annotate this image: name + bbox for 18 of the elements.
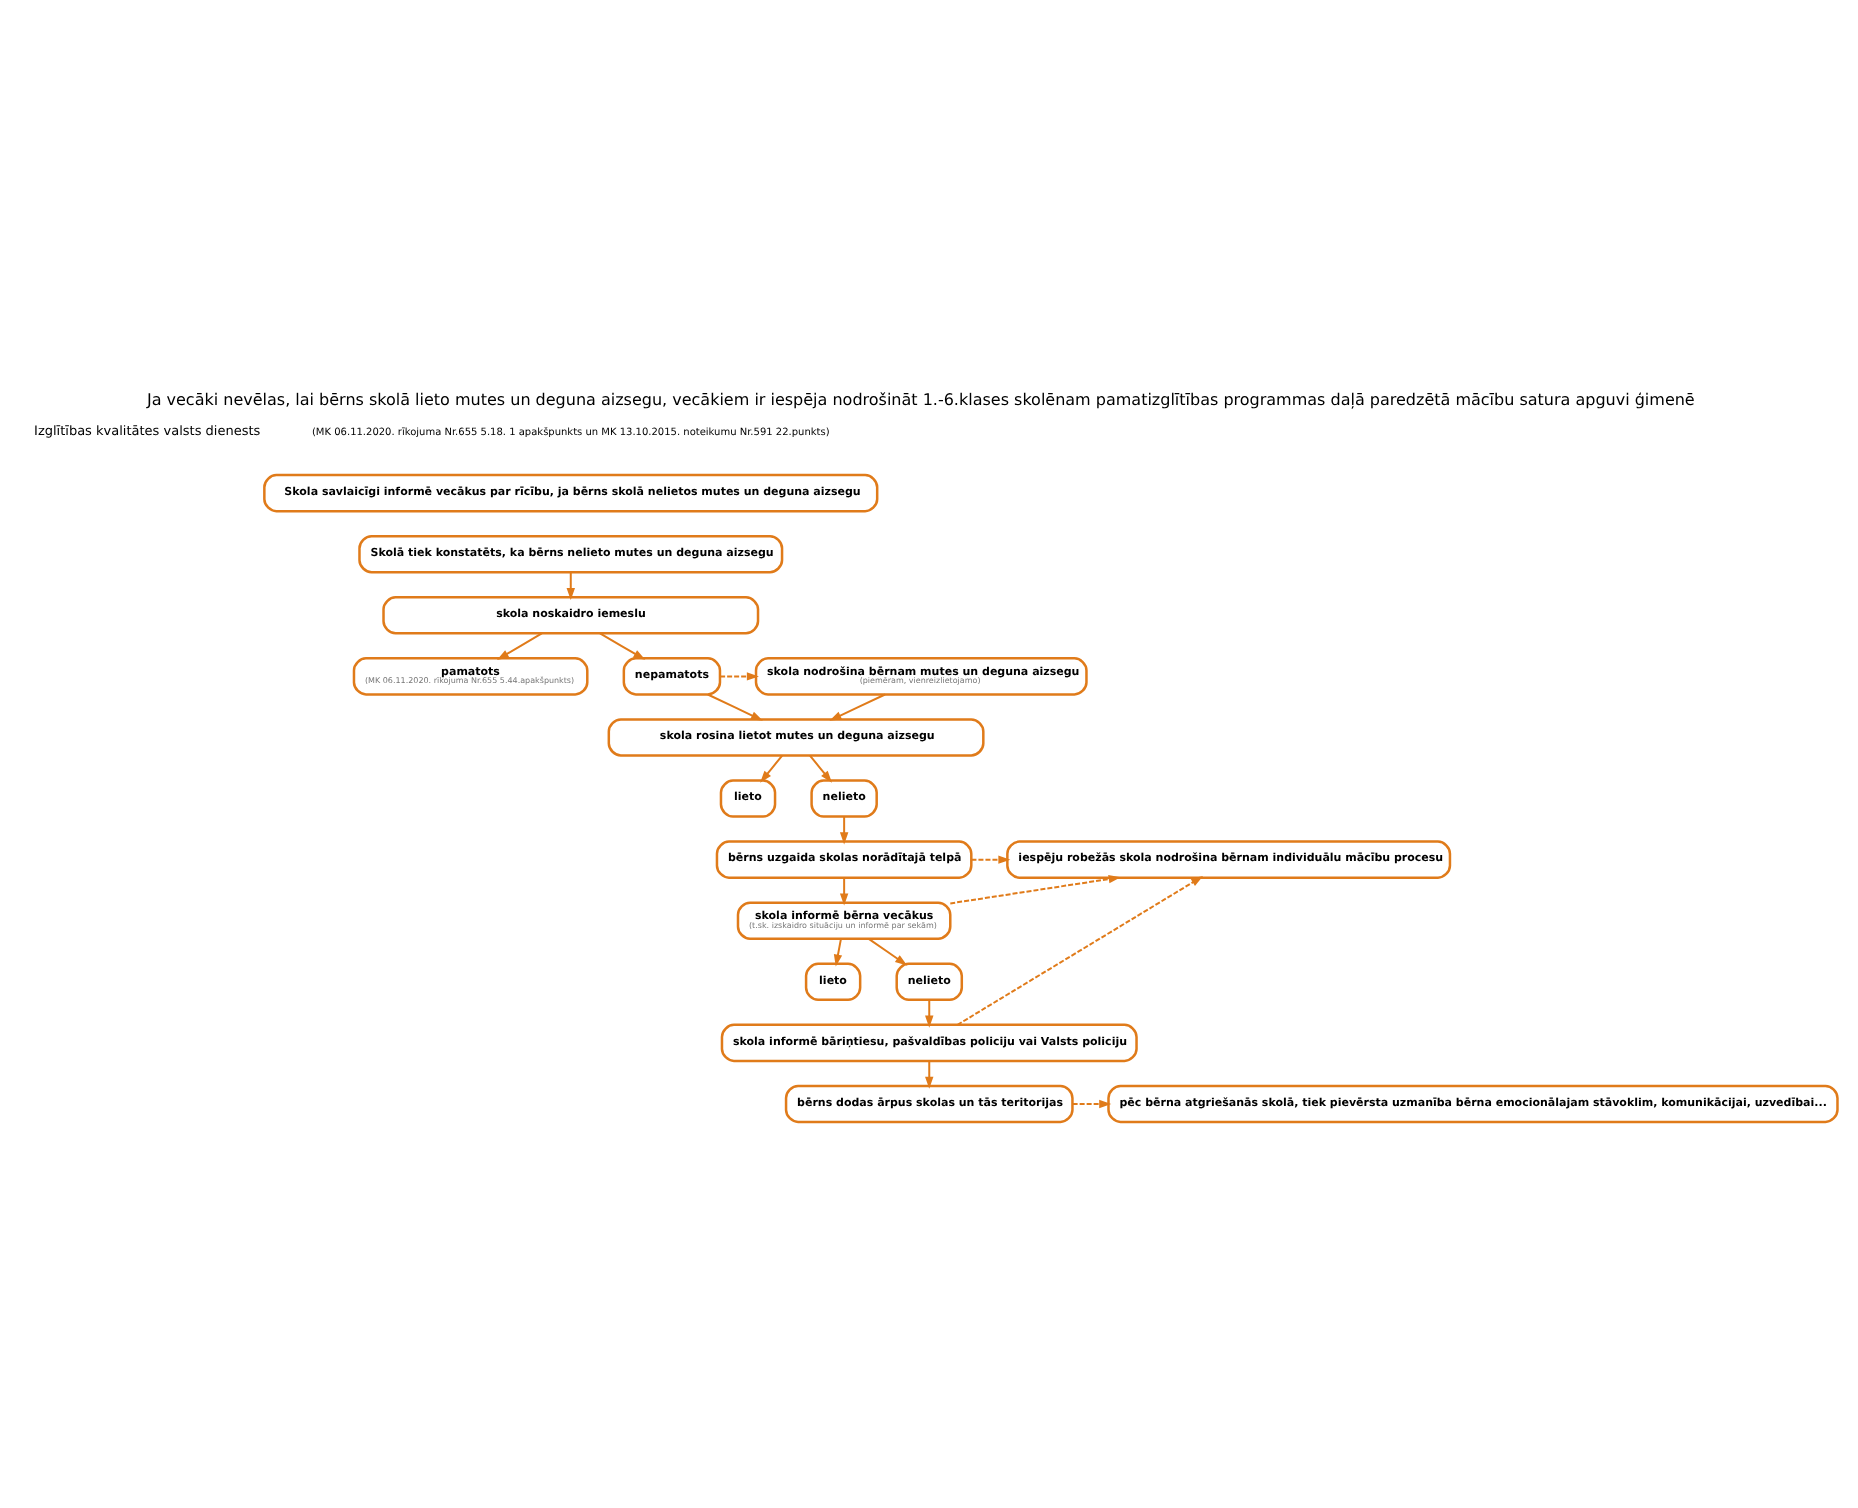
arrow <box>970 854 1011 863</box>
arrow <box>599 631 646 659</box>
arrow <box>706 692 763 720</box>
arrow <box>839 875 849 905</box>
arrow <box>833 936 843 966</box>
arrow <box>1071 1098 1112 1108</box>
arrow <box>566 570 575 600</box>
arrow <box>949 873 1121 904</box>
arrow <box>925 1059 934 1088</box>
arrow <box>829 692 887 720</box>
arrow <box>760 753 784 782</box>
arrow <box>956 875 1204 1025</box>
arrow <box>839 814 849 844</box>
arrow <box>925 997 934 1027</box>
arrow <box>719 671 759 680</box>
arrow <box>496 631 543 659</box>
arrow <box>867 936 908 965</box>
arrow <box>808 753 832 782</box>
